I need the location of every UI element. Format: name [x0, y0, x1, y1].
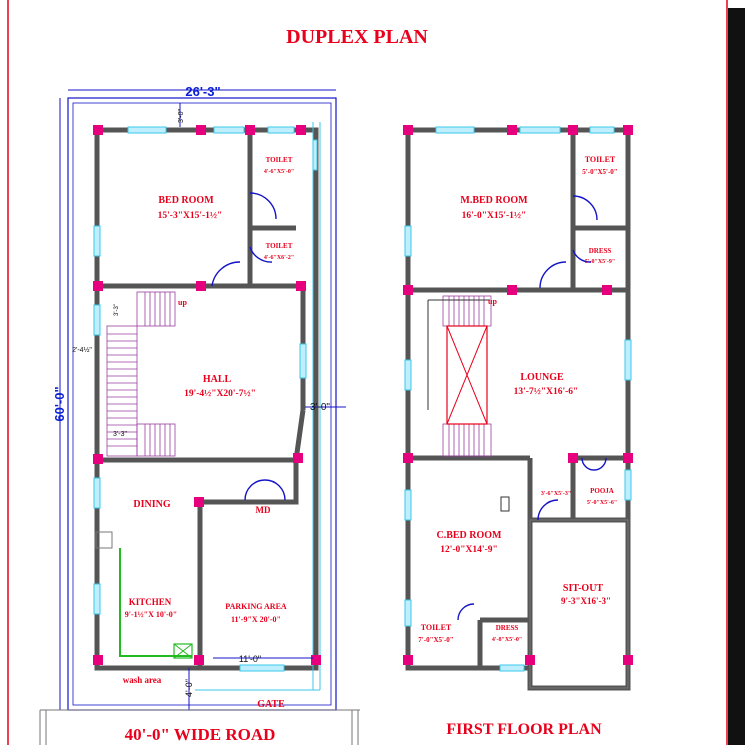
- ground-columns: [93, 125, 321, 665]
- hall-label: HALL: [203, 374, 232, 385]
- ground-windows: [93, 126, 318, 672]
- gate-label: GATE: [257, 699, 285, 710]
- ground-floor-plan: 26'-3" 60'-0" 3'-0" 3'-0" 11'-0" 4'-0" 2…: [39, 84, 360, 745]
- wash-area-label: wash area: [123, 675, 162, 685]
- first-stair-up-label: up: [488, 297, 497, 306]
- first-toilet2-size: 7'-0"X5'-0": [418, 636, 453, 644]
- dining-label: DINING: [133, 499, 170, 510]
- left-setback-dimension: 2'-4½": [72, 346, 92, 354]
- sitout-label: SIT-OUT: [563, 583, 604, 594]
- road-label: 40'-0" WIDE ROAD: [125, 725, 276, 744]
- kitchen-label: KITCHEN: [129, 597, 172, 607]
- stair-width-top: 3'-3": [114, 304, 120, 316]
- first-toilet-label: TOILET: [585, 155, 616, 164]
- sitout-railing: [529, 519, 629, 689]
- ground-doors: [211, 192, 286, 501]
- parking-label: PARKING AREA: [225, 602, 287, 611]
- first-staircase: [442, 295, 492, 457]
- first-floor-plan: M.BED ROOM 16'-0"X15'-1½" TOILET 5'-0"X5…: [403, 125, 633, 738]
- ground-stair-up-label: up: [178, 298, 187, 307]
- ground-staircase: [106, 291, 176, 457]
- dress-size: 5'-0"X5'-9": [585, 259, 615, 265]
- lounge-niche: [500, 496, 510, 512]
- plan-title: DUPLEX PLAN: [286, 26, 428, 48]
- master-bed-size: 16'-0"X15'-1½": [462, 211, 527, 221]
- stair-void: [446, 325, 488, 425]
- child-bed-label: C.BED ROOM: [437, 530, 503, 541]
- lounge-label: LOUNGE: [520, 372, 564, 383]
- dress2-label: DRESS: [496, 624, 519, 632]
- ground-dimension-lines: [59, 89, 346, 710]
- lounge-size: 13'-7½"X16'-6": [514, 387, 579, 397]
- first-floor-label: FIRST FLOOR PLAN: [446, 721, 602, 738]
- master-bed-label: M.BED ROOM: [460, 195, 528, 206]
- bed-room-size: 15'-3"X15'-1½": [158, 211, 223, 221]
- toilet1-size: 4'-6"X5'-0": [264, 169, 294, 175]
- pooja-size: 5'-0"X5'-6": [587, 500, 617, 506]
- toilet2-label: TOILET: [266, 242, 293, 250]
- main-door-label: MD: [256, 505, 271, 515]
- pooja-label: POOJA: [590, 487, 614, 495]
- child-bed-size: 12'-0"X14'-9": [440, 545, 498, 555]
- stair-width-bottom: 3'-3": [113, 431, 127, 438]
- front-setback-dimension: 4'-0": [184, 679, 194, 697]
- kitchen-size: 9'-1½"X 10'-0": [125, 610, 177, 619]
- kitchen-door-frame: [95, 531, 113, 549]
- kitchen-sink: [173, 643, 193, 659]
- first-columns: [403, 125, 633, 665]
- hall-size: 19'-4½"X20'-7½": [184, 389, 256, 399]
- first-toilet-size: 5'-0"X5'-0": [582, 168, 617, 176]
- kitchen-counter: [119, 548, 192, 657]
- dress2-size: 4'-8"X5'-0": [492, 637, 522, 643]
- sheet-edge-right: [728, 8, 745, 745]
- toilet1-label: TOILET: [266, 156, 293, 164]
- pooja-passage-dimension: 3'-6"X5'-3": [541, 491, 571, 497]
- ground-width-dimension: 26'-3": [185, 84, 220, 99]
- first-doors: [457, 195, 607, 621]
- side-setback-dimension: 3'-0": [310, 402, 330, 413]
- plot-boundary-inner: [72, 102, 332, 706]
- first-windows: [404, 126, 632, 672]
- bed-room-label: BED ROOM: [158, 195, 214, 206]
- ground-depth-dimension: 60'-0": [52, 386, 67, 421]
- parking-width-dimension: 11'-0": [239, 654, 261, 664]
- toilet2-size: 4'-6"X6'-2": [264, 255, 294, 261]
- sitout-size: 9'-3"X16'-3": [561, 596, 611, 606]
- dress-label: DRESS: [589, 247, 612, 255]
- parking-size: 11'-9"X 20'-0": [231, 615, 281, 624]
- first-toilet2-label: TOILET: [421, 623, 452, 632]
- top-setback-dimension: 3'-0": [178, 109, 185, 123]
